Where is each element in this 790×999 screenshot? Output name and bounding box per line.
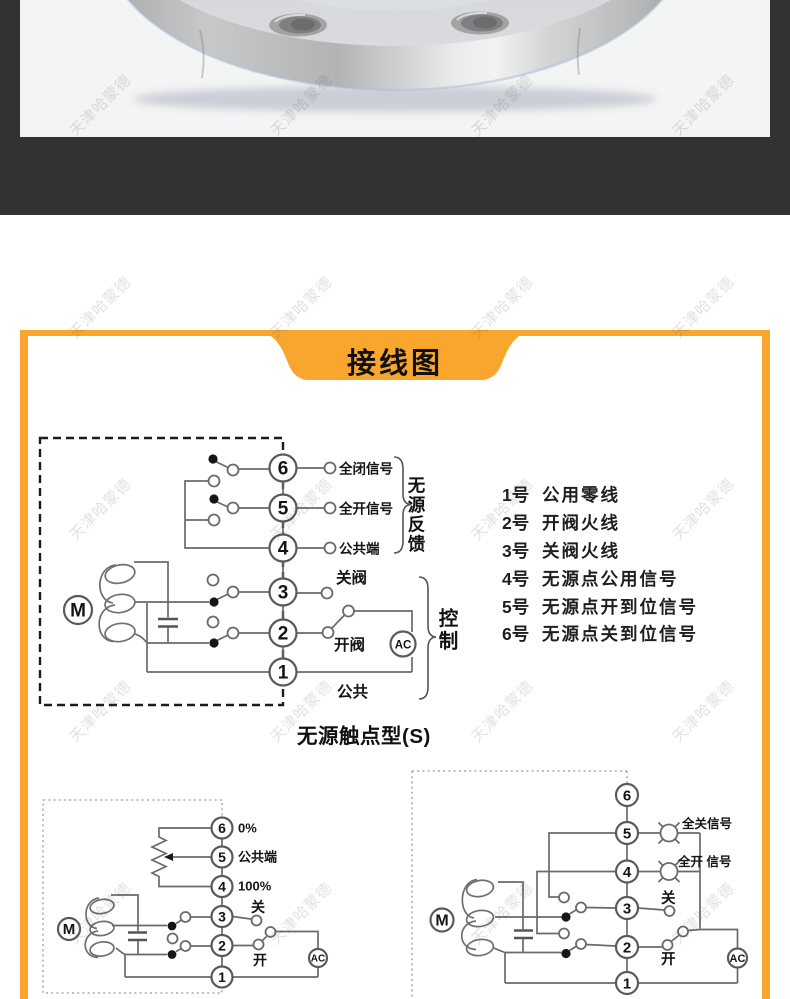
wiring-panel (20, 330, 770, 999)
bolt-hole (269, 13, 327, 37)
rim-brushed-mark (199, 27, 581, 79)
legend-terminal-desc: 无源点公用信号 (542, 568, 679, 589)
legend-terminal-desc: 无源点开到位信号 (542, 596, 698, 617)
flange-image (126, 0, 664, 112)
feedback-group-label: 无源反馈 (406, 476, 426, 554)
flange-boss (300, 0, 490, 11)
legend-terminal-no: 6号 (502, 624, 530, 645)
legend-terminal-no: 2号 (502, 513, 530, 534)
legend-terminal-no: 1号 (502, 485, 530, 506)
main-diagram-caption: 无源触点型(S) (297, 725, 431, 748)
legend-terminal-no: 4号 (502, 568, 530, 589)
flange-shadow (133, 86, 657, 112)
legend-row: 6号 无源点关到位信号 (502, 620, 698, 648)
terminal-legend: 1号 公用零线 2号 开阀火线 3号 关阀火线 4号 无源点公用信号 5号 无源… (502, 481, 698, 648)
flange-photo (20, 0, 770, 137)
panel-title-tab (244, 330, 546, 380)
legend-row: 5号 无源点开到位信号 (502, 592, 698, 620)
legend-row: 1号 公用零线 (502, 481, 698, 509)
panel-title: 接线图 (346, 348, 443, 380)
legend-terminal-desc: 无源点关到位信号 (542, 624, 698, 645)
legend-row: 2号 开阀火线 (502, 509, 698, 537)
legend-terminal-desc: 关阀火线 (542, 540, 620, 561)
legend-row: 4号 无源点公用信号 (502, 564, 698, 592)
legend-terminal-desc: 公用零线 (542, 485, 620, 506)
control-group-label: 控制 (435, 608, 457, 653)
legend-row: 3号 关阀火线 (502, 537, 698, 565)
legend-terminal-no: 5号 (502, 596, 530, 617)
legend-terminal-no: 3号 (502, 540, 530, 561)
bolt-hole (451, 11, 509, 35)
hero-section (0, 0, 790, 215)
legend-terminal-desc: 开阀火线 (542, 513, 620, 534)
